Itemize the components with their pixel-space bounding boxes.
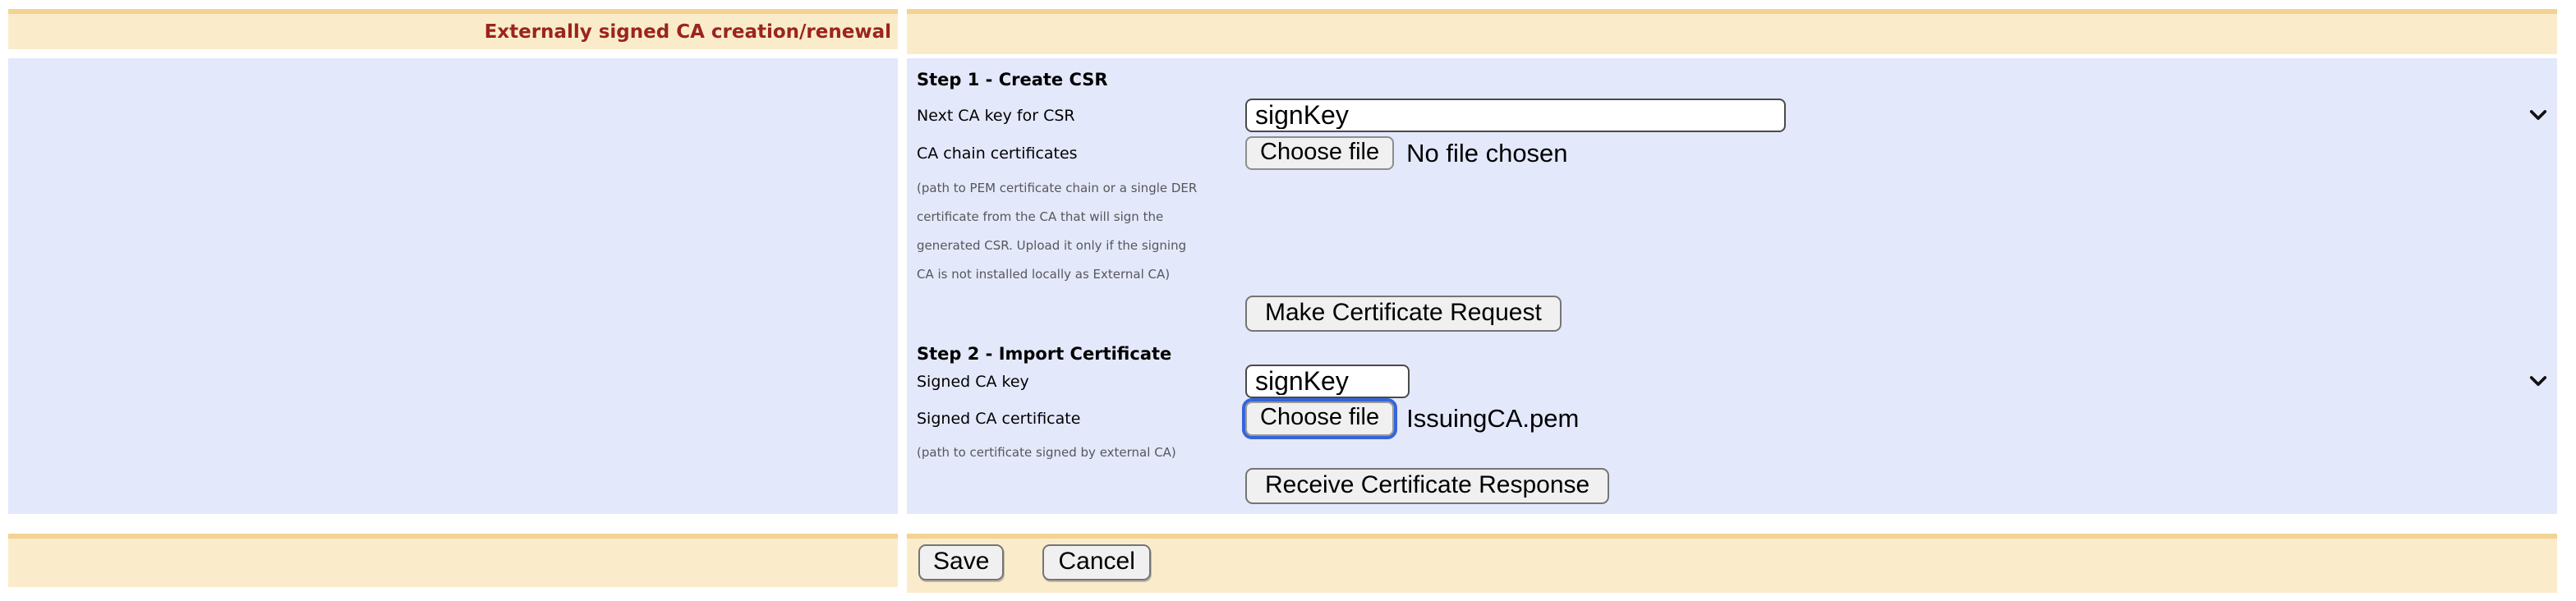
page-title: Externally signed CA creation/renewal xyxy=(484,21,891,43)
main-row: Step 1 - Create CSR Next CA key for CSR … xyxy=(8,58,2557,514)
receive-certificate-response-button[interactable]: Receive Certificate Response xyxy=(1245,468,1610,504)
footer-left-cell xyxy=(8,534,898,587)
chevron-down-icon xyxy=(2529,110,2547,120)
header-left-cell: Externally signed CA creation/renewal xyxy=(8,9,898,49)
ca-chain-help: (path to PEM certificate chain or a sing… xyxy=(917,174,2557,289)
file-status: No file chosen xyxy=(1406,138,1568,167)
make-certificate-request-button[interactable]: Make Certificate Request xyxy=(1245,296,1562,332)
header-right-cell xyxy=(907,9,2557,54)
signed-ca-cert-row: Signed CA certificate Choose file Issuin… xyxy=(917,397,2557,439)
help-line: certificate from the CA that will sign t… xyxy=(917,209,1164,224)
header-row: Externally signed CA creation/renewal xyxy=(8,9,2557,54)
next-ca-key-select[interactable]: signKey xyxy=(1245,99,1786,132)
selected-file-name: IssuingCA.pem xyxy=(1406,403,1580,433)
help-line: CA is not installed locally as External … xyxy=(917,267,1171,282)
ca-chain-row: CA chain certificates Choose file No fil… xyxy=(917,136,2557,170)
footer-row: Save Cancel xyxy=(8,534,2557,593)
main-left-cell xyxy=(8,58,898,514)
next-ca-key-select-wrap: signKey xyxy=(1245,99,2557,132)
ca-chain-label: CA chain certificates xyxy=(917,144,1078,163)
help-line: (path to certificate signed by external … xyxy=(917,445,1176,460)
choose-file-button-focused[interactable]: Choose file xyxy=(1241,397,1398,439)
help-line: generated CSR. Upload it only if the sig… xyxy=(917,238,1187,253)
next-ca-key-label: Next CA key for CSR xyxy=(917,106,1075,125)
signed-ca-cert-label: Signed CA certificate xyxy=(917,409,1081,428)
chevron-down-icon xyxy=(2529,376,2547,386)
cancel-button[interactable]: Cancel xyxy=(1042,544,1151,580)
signed-cert-help: (path to certificate signed by external … xyxy=(917,443,2557,461)
form-area: Step 1 - Create CSR Next CA key for CSR … xyxy=(907,58,2557,514)
signed-ca-key-select-wrap: signKey xyxy=(1245,365,2557,398)
step1-heading: Step 1 - Create CSR xyxy=(917,70,1108,89)
signed-ca-cert-file-input: Choose file IssuingCA.pem xyxy=(1241,397,2557,439)
signed-ca-key-row: Signed CA key signKey xyxy=(917,365,2557,398)
choose-file-button[interactable]: Choose file xyxy=(1245,136,1395,170)
save-button[interactable]: Save xyxy=(918,544,1005,580)
footer-buttons-cell: Save Cancel xyxy=(907,534,2557,593)
ca-chain-file-input: Choose file No file chosen xyxy=(1245,136,2557,170)
next-ca-key-row: Next CA key for CSR signKey xyxy=(917,99,2557,132)
help-line: (path to PEM certificate chain or a sing… xyxy=(917,181,1198,195)
step2-heading: Step 2 - Import Certificate xyxy=(917,344,1172,364)
signed-ca-key-label: Signed CA key xyxy=(917,372,1029,391)
signed-ca-key-select[interactable]: signKey xyxy=(1245,365,1410,398)
